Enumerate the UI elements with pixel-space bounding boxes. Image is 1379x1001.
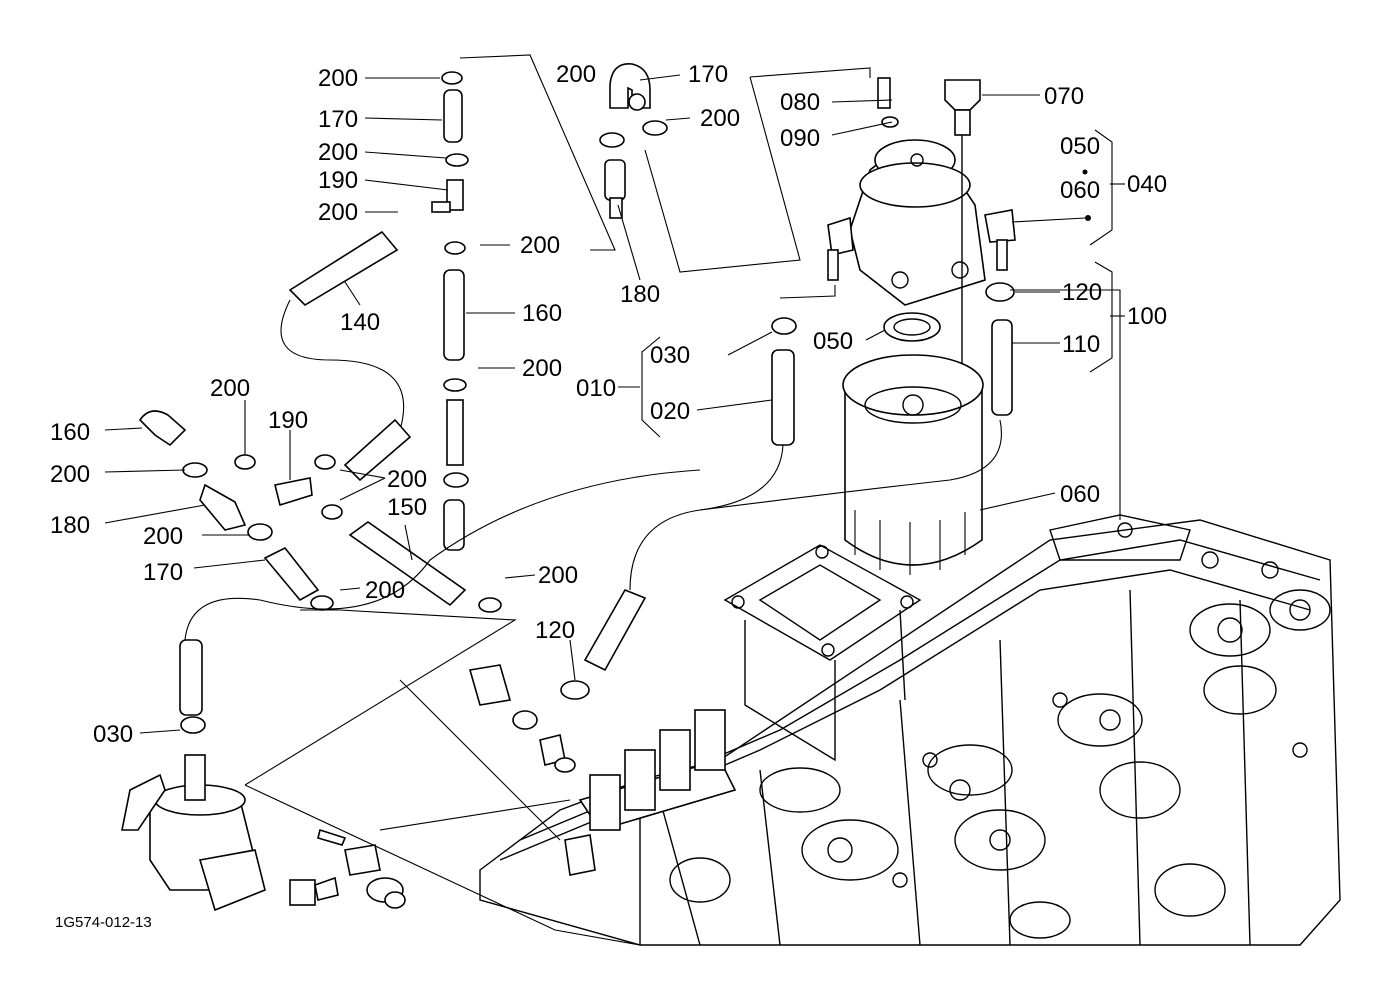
callout-labels: 200 170 200 190 200 200 140 160 200 200 … (50, 61, 1167, 931)
air-vent-080-090 (877, 77, 899, 128)
fuel-feed-pump (121, 754, 266, 912)
cylinder-head (479, 514, 1341, 946)
callout-020: 020 (650, 398, 690, 425)
callout-200: 200 (50, 461, 90, 488)
callout-200: 200 (538, 562, 578, 589)
callout-120: 120 (535, 617, 575, 644)
callout-200: 200 (318, 199, 358, 226)
callout-200: 200 (520, 232, 560, 259)
callout-050: 050 (813, 328, 853, 355)
callout-200: 200 (365, 577, 405, 604)
callout-110: 110 (1062, 331, 1100, 358)
callout-030: 030 (650, 342, 690, 369)
leader-lines (104, 74, 1125, 734)
callout-070: 070 (1044, 83, 1084, 110)
callout-060: 060 (1060, 481, 1100, 508)
assembly-outlines (244, 54, 1121, 946)
fuel-filter-bracket (827, 139, 1016, 306)
filter-cartridge-060 (842, 354, 984, 575)
o-ring-050 (883, 312, 941, 342)
drawing-code: 1G574-012-13 (55, 914, 152, 931)
callout-050: 050 (1060, 133, 1100, 160)
callout-200: 200 (387, 466, 427, 493)
callout-180: 180 (620, 281, 660, 308)
hose-020-030 (560, 317, 797, 700)
callout-170: 170 (143, 559, 183, 586)
callout-010: 010 (576, 375, 616, 402)
callout-200: 200 (143, 523, 183, 550)
callout-190: 190 (318, 167, 358, 194)
callout-080: 080 (780, 89, 820, 116)
bolt-and-banjo (289, 828, 406, 909)
callout-040: 040 (1127, 171, 1167, 198)
upper-center-hoses (599, 63, 668, 219)
callout-200: 200 (318, 139, 358, 166)
callout-170: 170 (318, 106, 358, 133)
callout-120: 120 (1062, 279, 1102, 306)
callout-200: 200 (522, 355, 562, 382)
callout-140: 140 (340, 309, 380, 336)
left-hose-030 (179, 639, 206, 734)
callout-200: 200 (700, 105, 740, 132)
vertical-hose-assembly (431, 71, 469, 551)
callout-170: 170 (688, 61, 728, 88)
callout-200: 200 (210, 375, 250, 402)
callout-150: 150 (387, 494, 427, 521)
callout-190: 190 (268, 407, 308, 434)
left-fitting-assembly (138, 410, 701, 641)
hose-140 (280, 230, 412, 482)
callout-090: 090 (780, 125, 820, 152)
callout-180: 180 (50, 512, 90, 539)
callout-060: 060 (1060, 177, 1100, 204)
callout-200: 200 (556, 61, 596, 88)
callout-030: 030 (93, 721, 133, 748)
callout-200: 200 (318, 65, 358, 92)
injection-pump (468, 664, 737, 876)
hose-110-120 (699, 282, 1015, 511)
callout-160: 160 (522, 300, 562, 327)
callout-160: 160 (50, 419, 90, 446)
callout-100: 100 (1127, 303, 1167, 330)
